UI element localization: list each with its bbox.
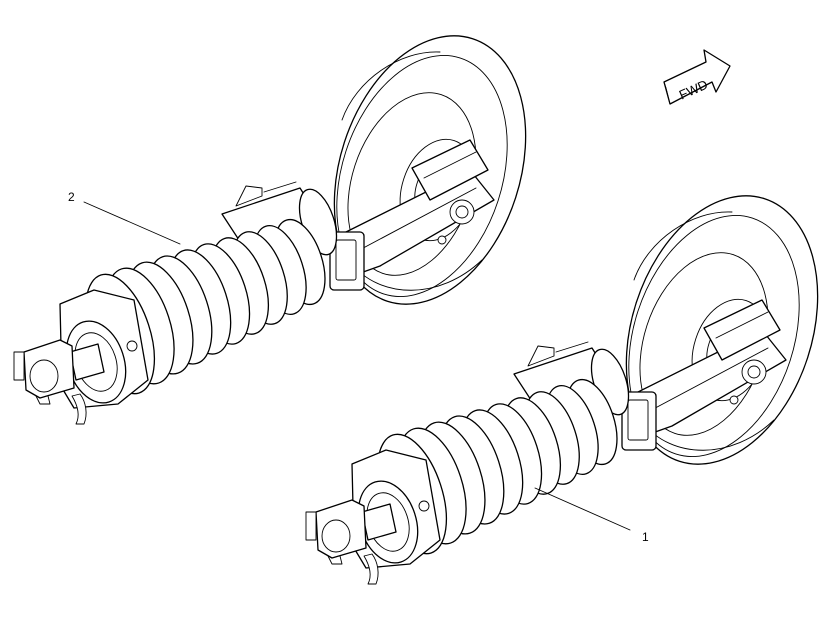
idler-recoil-assembly-2 — [13, 10, 559, 425]
callout-number-1: 1 — [642, 530, 649, 544]
forward-arrow-icon: FWD — [663, 49, 731, 105]
callout-number-2: 2 — [68, 190, 75, 204]
callout-leader-line-2 — [83, 201, 181, 245]
callout-leader-line-1 — [534, 487, 631, 531]
